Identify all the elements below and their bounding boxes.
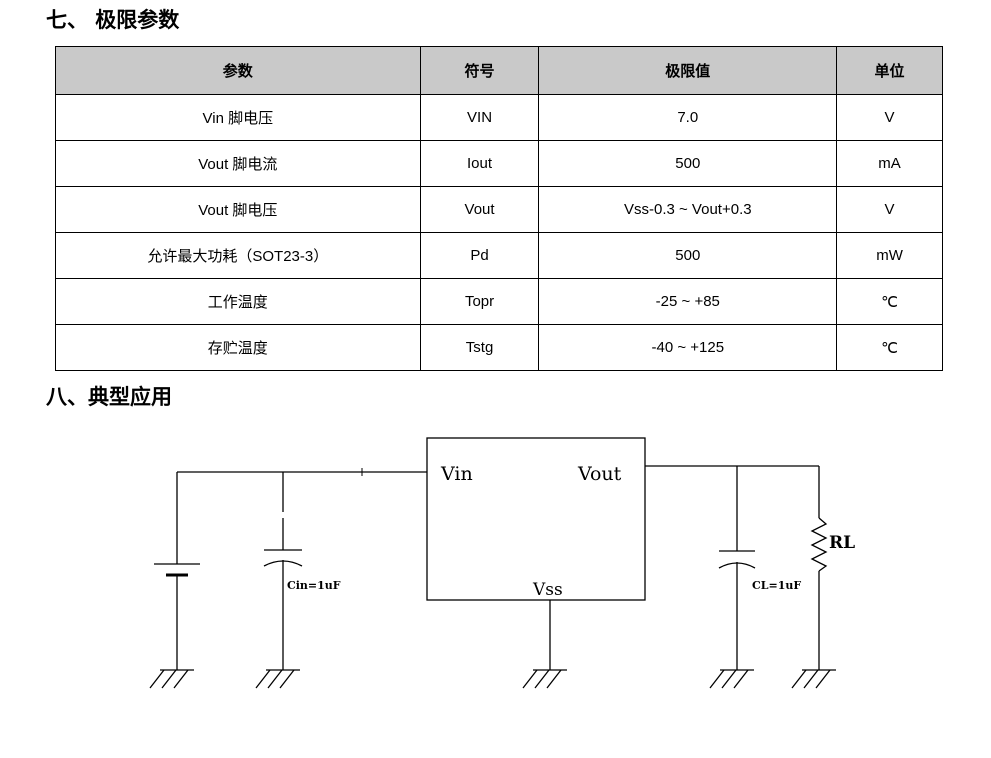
- cell-parameter: Vout 脚电压: [55, 186, 421, 233]
- table-row: 工作温度 Topr -25 ~ +85 ℃: [55, 278, 943, 325]
- cell-unit: V: [836, 94, 943, 141]
- cell-symbol: Iout: [419, 140, 540, 187]
- ground-symbol-rl: [791, 669, 836, 689]
- regulator-ic-box: [426, 437, 646, 601]
- table-row: 允许最大功耗（SOT23-3） Pd 500 mW: [55, 232, 943, 279]
- header-symbol: 符号: [419, 46, 540, 95]
- table-header-row: 参数 符号 极限值 单位: [55, 46, 943, 95]
- table-row: 存贮温度 Tstg -40 ~ +125 ℃: [55, 324, 943, 371]
- cell-parameter: 工作温度: [55, 278, 421, 325]
- cin-capacitor-symbol: [263, 472, 303, 670]
- cell-unit: mW: [836, 232, 943, 279]
- cell-limit: -40 ~ +125: [538, 324, 838, 371]
- header-unit: 单位: [836, 46, 943, 95]
- cl-value-label: CL=1uF: [752, 579, 801, 592]
- cell-symbol: Topr: [419, 278, 540, 325]
- cell-limit: Vss-0.3 ~ Vout+0.3: [538, 186, 838, 233]
- ground-symbol-battery: [149, 669, 194, 689]
- cell-symbol: Vout: [419, 186, 540, 233]
- cell-parameter: Vin 脚电压: [55, 94, 421, 141]
- ground-symbol-cin: [255, 669, 300, 689]
- cell-parameter: Vout 脚电流: [55, 140, 421, 187]
- cell-symbol: Pd: [419, 232, 540, 279]
- rl-resistor-symbol: [810, 466, 828, 670]
- rl-label: RL: [829, 533, 855, 553]
- cell-unit: ℃: [836, 324, 943, 371]
- cell-unit: mA: [836, 140, 943, 187]
- section-8-heading: 八、典型应用: [46, 385, 172, 409]
- cell-unit: ℃: [836, 278, 943, 325]
- cell-limit: 7.0: [538, 94, 838, 141]
- table-row: Vin 脚电压 VIN 7.0 V: [55, 94, 943, 141]
- cell-parameter: 允许最大功耗（SOT23-3）: [55, 232, 421, 279]
- ground-symbol-cl: [709, 669, 754, 689]
- header-parameter: 参数: [55, 46, 421, 95]
- section-7-heading: 七、 极限参数: [46, 8, 180, 32]
- table-row: Vout 脚电压 Vout Vss-0.3 ~ Vout+0.3 V: [55, 186, 943, 233]
- vin-pin-label: Vin: [440, 463, 473, 485]
- absolute-max-ratings-table: 参数 符号 极限值 单位 Vin 脚电压 VIN 7.0 V Vout 脚电流 …: [55, 46, 943, 371]
- cell-parameter: 存贮温度: [55, 324, 421, 371]
- cell-symbol: Tstg: [419, 324, 540, 371]
- vout-pin-label: Vout: [577, 463, 622, 485]
- cin-value-label: Cin=1uF: [287, 579, 341, 592]
- vss-pin-label: Vss: [532, 580, 563, 600]
- ground-symbol-vss: [522, 669, 567, 689]
- header-limit: 极限值: [538, 46, 838, 95]
- battery-symbol: [154, 472, 200, 670]
- cl-capacitor-symbol: [718, 466, 756, 670]
